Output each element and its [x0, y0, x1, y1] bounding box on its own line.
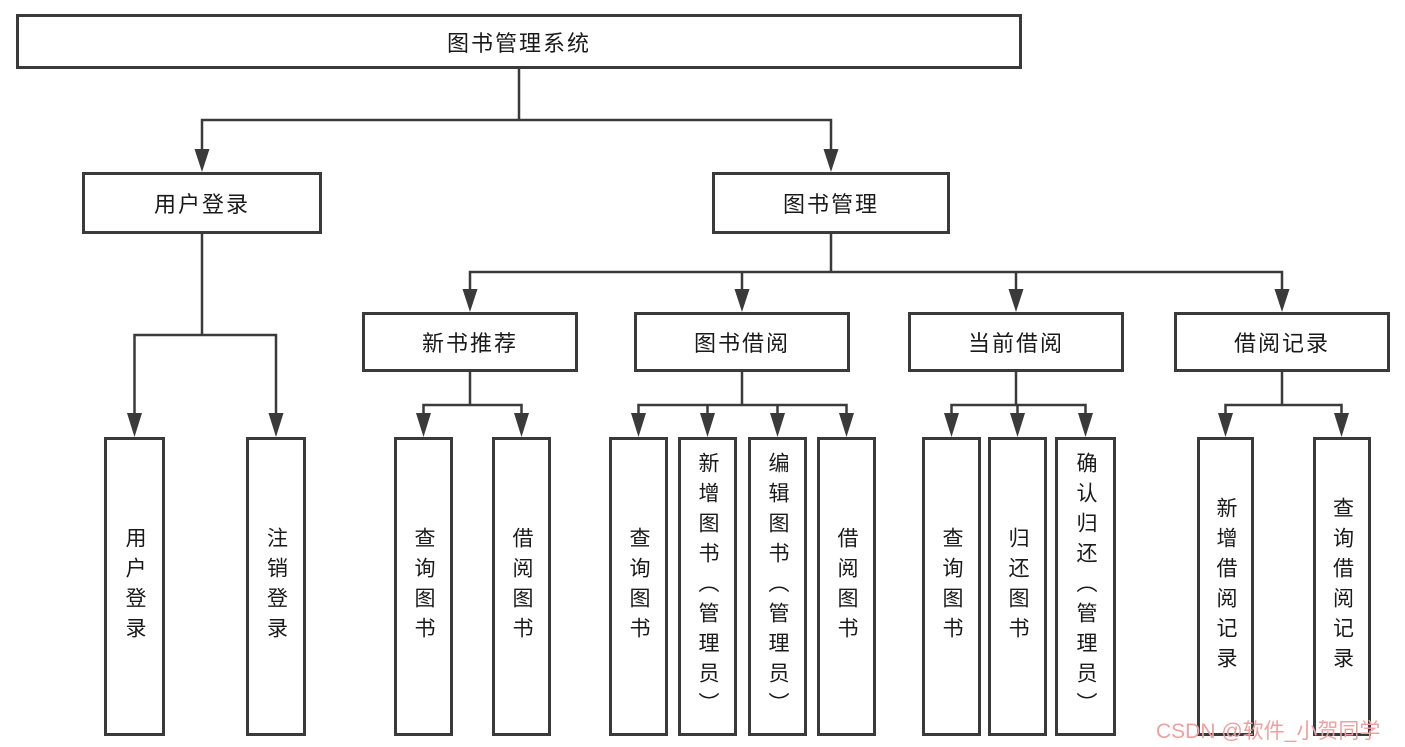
node-book-management: 图书管理	[712, 172, 950, 234]
node-borrowing-records: 借阅记录	[1174, 312, 1390, 372]
leaf-add-book-admin: 新增图书（管理员）	[678, 437, 737, 736]
leaf-borrow-books: 借阅图书	[817, 437, 876, 736]
node-library-management-system: 图书管理系统	[16, 14, 1022, 69]
leaf-add-borrow-record: 新增借阅记录	[1197, 437, 1254, 736]
node-book-borrowing: 图书借阅	[634, 312, 850, 372]
leaf-label: 编辑图书（管理员）	[766, 451, 789, 722]
node-label: 图书借阅	[693, 331, 790, 356]
node-label: 新书推荐	[421, 331, 518, 356]
node-new-book-recommendation: 新书推荐	[362, 312, 578, 372]
leaf-user-login: 用户登录	[104, 437, 165, 736]
leaf-query-books-current: 查询图书	[922, 437, 981, 736]
arrowheads	[127, 149, 1349, 437]
node-label: 图书管理系统	[446, 30, 591, 56]
leaf-query-books-recommend: 查询图书	[394, 437, 453, 736]
leaf-label: 查询图书	[940, 526, 963, 647]
node-label: 借阅记录	[1233, 331, 1330, 356]
leaf-borrow-books-recommend: 借阅图书	[492, 437, 551, 736]
node-user-login: 用户登录	[82, 172, 322, 234]
leaf-edit-book-admin: 编辑图书（管理员）	[748, 437, 807, 736]
leaf-label: 查询借阅记录	[1330, 496, 1354, 677]
leaf-logout: 注销登录	[246, 437, 306, 736]
leaf-return-book: 归还图书	[988, 437, 1047, 736]
node-label: 图书管理	[782, 192, 879, 217]
leaf-label: 查询图书	[627, 526, 650, 647]
leaf-label: 确认归还（管理员）	[1074, 451, 1097, 722]
leaf-label: 借阅图书	[835, 526, 858, 647]
watermark: CSDN @软件_小贺同学	[1156, 720, 1381, 743]
node-label: 当前借阅	[967, 331, 1064, 356]
leaf-query-borrow-record: 查询借阅记录	[1313, 437, 1371, 736]
node-current-borrowing: 当前借阅	[908, 312, 1124, 372]
leaf-label: 用户登录	[123, 526, 146, 647]
leaf-label: 新增图书（管理员）	[696, 451, 719, 722]
leaf-confirm-return-admin: 确认归还（管理员）	[1055, 437, 1116, 736]
leaf-label: 注销登录	[264, 526, 288, 647]
node-label: 用户登录	[153, 192, 250, 217]
leaf-query-books-borrow: 查询图书	[609, 437, 668, 736]
leaf-label: 查询图书	[412, 526, 435, 647]
leaf-label: 新增借阅记录	[1214, 496, 1237, 677]
leaf-label: 借阅图书	[510, 526, 533, 647]
leaf-label: 归还图书	[1006, 526, 1029, 647]
